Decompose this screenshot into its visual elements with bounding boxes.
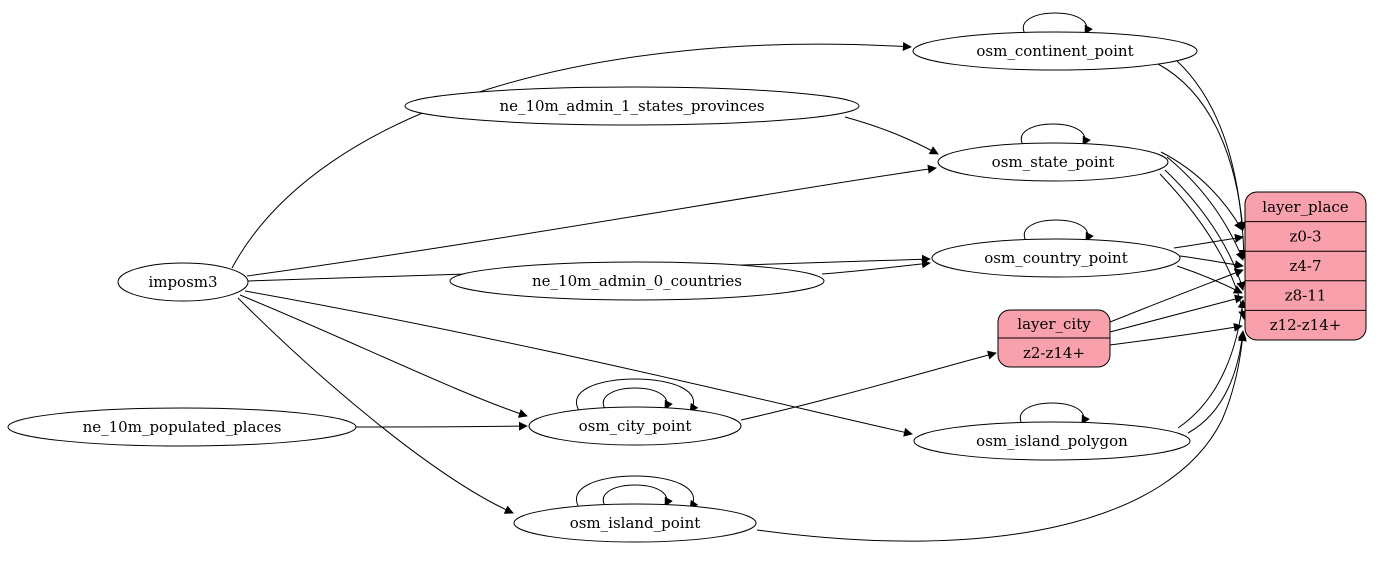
node-imposm3: imposm3 [117,262,249,302]
node-island-point-label: osm_island_point [570,514,701,532]
edge-island-point-z12-z14 [756,332,1247,542]
loop-island-polygon [1019,402,1090,425]
edge-state-z4-7 [1166,156,1245,261]
edge-imposm3-island-point [237,297,514,514]
edge-island-polygon-z8-11 [1177,299,1247,429]
edge-state-z0-3 [1160,151,1243,231]
node-ne-admin1-shape [404,86,860,126]
node-city-label: osm_city_point [579,417,692,435]
node-country-label: osm_country_point [984,249,1128,267]
record-layer-place-row-z0-3: z0-3 [1289,228,1321,246]
node-osm-state-point: osm_state_point [937,142,1169,182]
edge-layer-city-z8-11 [1109,294,1244,333]
node-ne-admin0-shape [449,261,825,301]
edge-ne-populated-city [355,421,528,431]
node-island-polygon-label: osm_island_polygon [976,432,1128,450]
node-ne-admin0-label: ne_10m_admin_0_countries [532,272,742,290]
edge-ne-admin1-state [844,116,939,155]
loop-city-inner [602,387,673,410]
record-layer-place-row-z8-11: z8-11 [1285,287,1327,305]
edge-layer-city-z4-7 [1109,268,1244,323]
node-island-point-shape [513,503,757,543]
node-osm-city-point: osm_city_point [528,406,742,446]
edge-continent-z4-7 [1175,59,1249,259]
loop-city-outer [576,378,699,413]
node-state-label: osm_state_point [992,153,1115,171]
edge-imposm3-city [239,294,528,418]
loop-continent [1022,12,1093,35]
node-country-shape [931,238,1181,278]
edge-imposm3-island-polygon [244,290,913,437]
node-state-shape [937,142,1169,182]
edge-island-polygon-z12-z14 [1187,330,1247,434]
record-layer-city: layer_city z2-z14+ [997,309,1111,368]
node-ne-10m-admin-0-countries: ne_10m_admin_0_countries [449,261,825,301]
record-layer-city-row-z2-z14: z2-z14+ [1023,344,1085,362]
edge-ne-admin0-country [821,259,931,275]
loop-country [1023,219,1094,242]
node-osm-country-point: osm_country_point [931,238,1181,278]
loop-state [1020,123,1091,146]
edge-country-z4-7 [1179,255,1244,270]
loop-island-point-inner [602,484,673,507]
node-ne-admin1-label: ne_10m_admin_1_states_provinces [499,97,764,115]
node-osm-island-point: osm_island_point [513,503,757,543]
node-imposm3-label: imposm3 [148,273,217,291]
record-layer-place: layer_place z0-3 z4-7 z8-11 z12-z14+ [1244,191,1367,341]
record-layer-place-title: layer_place [1262,198,1349,216]
record-layer-place-box [1244,191,1367,341]
node-ne-populated-shape [7,407,357,447]
node-continent-shape [912,31,1198,71]
edge-country-z0-3 [1173,233,1244,249]
edge-state-z8-11 [1164,169,1246,291]
loop-island-point-outer [576,475,699,510]
edge-imposm3-state [246,164,937,277]
node-ne-populated-label: ne_10m_populated_places [83,418,282,436]
node-osm-island-polygon: osm_island_polygon [913,421,1191,461]
edge-city-layer-city [740,350,997,421]
edges [231,12,1249,542]
record-layer-place-row-z4-7: z4-7 [1289,257,1321,275]
record-layer-city-title: layer_city [1017,315,1091,333]
edge-layer-city-z12-z14 [1109,322,1243,346]
node-ne-10m-populated-places: ne_10m_populated_places [7,407,357,447]
node-continent-label: osm_continent_point [976,42,1133,60]
record-layer-place-row-z12-z14: z12-z14+ [1270,316,1342,334]
node-city-shape [528,406,742,446]
node-osm-continent-point: osm_continent_point [912,31,1198,71]
node-island-polygon-shape [913,421,1191,461]
edge-imposm3-continent [231,42,912,269]
node-ne-10m-admin-1-states-provinces: ne_10m_admin_1_states_provinces [404,86,860,126]
node-imposm3-shape [117,262,249,302]
